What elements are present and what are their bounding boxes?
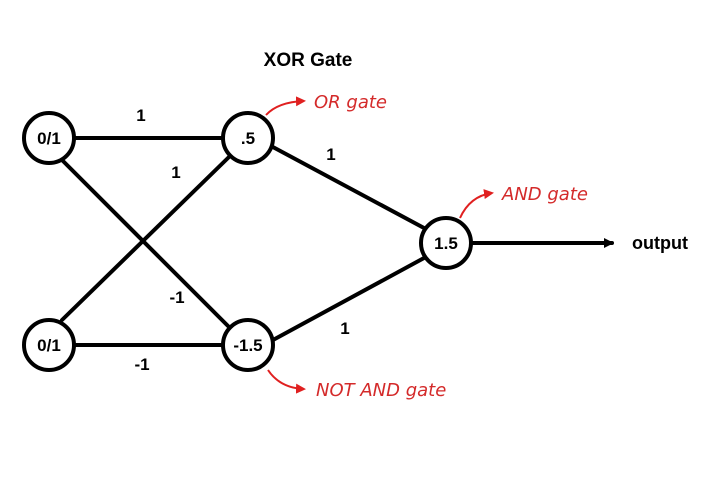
node-output-and-label: 1.5: [434, 234, 458, 253]
and-annotation: AND gate: [501, 184, 588, 205]
diagram-title: XOR Gate: [264, 50, 353, 71]
weight-top-to-nand: -1: [169, 288, 184, 307]
weight-bottom-to-nand: -1: [134, 355, 149, 374]
edge-nand-to-and: [271, 256, 426, 342]
weight-bottom-to-or: 1: [171, 163, 180, 182]
node-hidden-nand: [221, 318, 275, 372]
node-hidden-or-label: .5: [241, 129, 255, 148]
weight-nand-to-and: 1: [340, 319, 349, 338]
or-annotation: OR gate: [314, 92, 387, 113]
edge-bottom-to-or: [60, 154, 232, 322]
edge-top-to-nand: [60, 158, 232, 330]
node-input-bottom: [22, 318, 76, 372]
nand-annotation: NOT AND gate: [316, 380, 446, 401]
and-annotation-arrow: [459, 189, 494, 219]
node-output-and: [419, 216, 473, 270]
node-input-top-label: 0/1: [37, 129, 61, 148]
node-input-bottom-label: 0/1: [37, 336, 61, 355]
node-hidden-or: [221, 111, 275, 165]
or-annotation-arrow: [265, 96, 306, 116]
edge-or-to-and: [269, 144, 426, 230]
weight-or-to-and: 1: [326, 145, 335, 164]
node-input-top: [22, 111, 76, 165]
nand-annotation-arrow: [267, 369, 306, 394]
weight-top-to-or: 1: [136, 106, 145, 125]
output-label: output: [632, 233, 688, 253]
node-hidden-nand-label: -1.5: [233, 336, 262, 355]
